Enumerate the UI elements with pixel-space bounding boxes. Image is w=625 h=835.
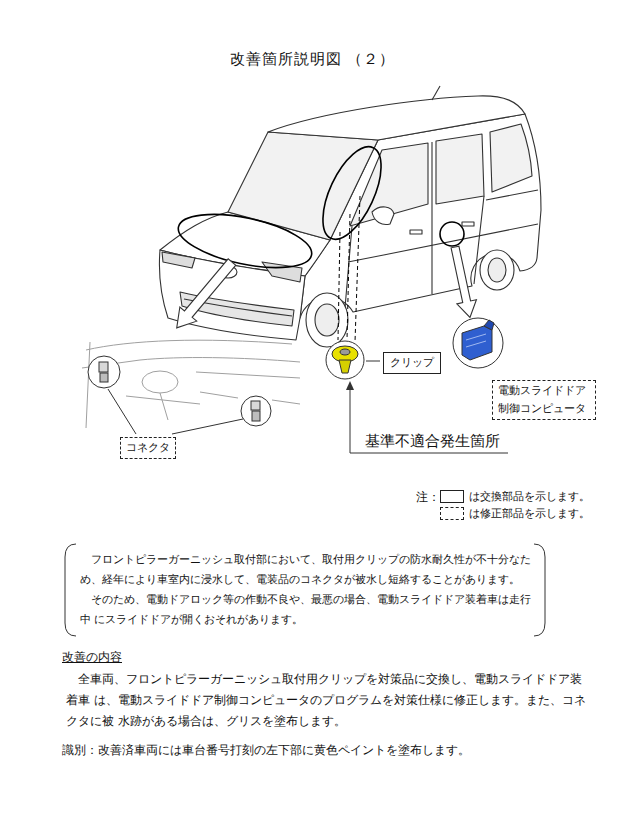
connector-detail [88,356,120,388]
dashboard-sketch [86,342,90,428]
computer-part [453,318,503,368]
highlight-ellipse [440,222,464,246]
legend-text: は修正部品を示します。 [469,507,590,520]
hollow-arrow [168,245,479,335]
car-illustration [306,293,348,347]
highlight-ellipse [174,204,317,277]
part-label: コネクタ [126,439,170,457]
identification-note: 識別：改善済車両には車台番号打刻の左下部に黄色ペイントを塗布します。 [62,740,470,760]
part-label: 電動スライドドア 制御コンピュータ [498,382,590,418]
description-text: そのため、電動ドアロック等の作動不良や、最悪の場合、電動スライドドア装着車は走行… [80,590,536,630]
description-text: フロントピラーガーニッシュ取付部において、取付用クリップの防水耐久性が不十分なた… [80,550,536,590]
body-text: 全車両、フロントピラーガーニッシュ取付用クリップを対策品に交換し、電動スライドド… [66,669,586,732]
legend-item: は交換部品を示します。 [440,488,590,504]
legend-item: は修正部品を示します。 [440,505,590,521]
leader-line [350,453,508,454]
description-box: フロントピラーガーニッシュ取付部において、取付用クリップの防水耐久性が不十分なた… [62,543,548,637]
dashed-guide-line [347,214,350,340]
car-illustration [490,124,532,192]
clip-part [326,341,364,379]
leader-line [108,389,136,434]
leader-line [108,389,243,434]
dashboard-sketch [196,372,300,378]
computer-part [484,320,494,330]
arrow-head [346,381,354,390]
part-label-box: コネクタ [120,437,176,459]
connector-detail [88,356,271,426]
leader-line [350,361,508,453]
note-label: 注： [416,487,440,507]
leader-line [350,388,351,453]
connector-detail [252,411,260,421]
dashed-guide-line [355,196,360,342]
hollow-arrow [445,245,480,320]
connector-detail [241,396,271,426]
legend-sample [440,490,464,503]
defect-location-label: 基準不適合発生箇所 [365,431,500,451]
car-illustration [162,252,195,268]
clip-part [339,360,351,373]
car-illustration [462,222,474,226]
highlight-ellipse [311,138,393,247]
car-illustration [350,143,428,226]
highlight-ellipse [174,138,464,277]
leader-line [172,419,243,434]
car-illustration [488,258,506,282]
connector-detail [100,373,108,382]
computer-part [453,318,503,368]
section-heading: 改善の内容 [62,647,122,667]
car-illustration [315,304,339,336]
bracket-outline [65,544,76,636]
car-illustration [159,250,305,340]
car-illustration [159,86,541,347]
car-illustration [268,96,525,140]
dashboard-sketch [160,393,168,420]
dashboard-sketch [82,340,300,428]
car-illustration [410,230,422,234]
car-illustration [486,190,538,200]
dashboard-sketch [86,340,292,350]
connector-detail [99,362,108,372]
part-label-box: 電動スライドドア 制御コンピュータ [492,380,596,420]
dashboard-sketch [126,396,200,404]
dashboard-sketch [200,392,238,398]
connector-detail [251,401,260,410]
car-illustration [436,134,484,204]
bracket-outline [534,544,545,636]
part-label: クリップ [390,354,434,372]
legend-sample [440,507,464,520]
dashboard-sketch [142,371,178,393]
clip-part [340,349,350,355]
car-illustration [480,250,514,290]
computer-part [462,326,492,360]
part-label-box: クリップ [383,352,441,374]
car-illustration [372,207,394,225]
car-illustration [432,86,440,100]
dashboard-sketch [272,400,300,404]
computer-part [466,334,486,347]
legend-text: は交換部品を示します。 [469,490,590,503]
page-title: 改善箇所説明図 （２） [0,50,625,69]
hollow-arrow [168,255,240,335]
dashed-guide-line [338,196,360,342]
clip-part [326,341,364,379]
leader-line [366,361,380,362]
dashed-guide-line [338,232,340,340]
